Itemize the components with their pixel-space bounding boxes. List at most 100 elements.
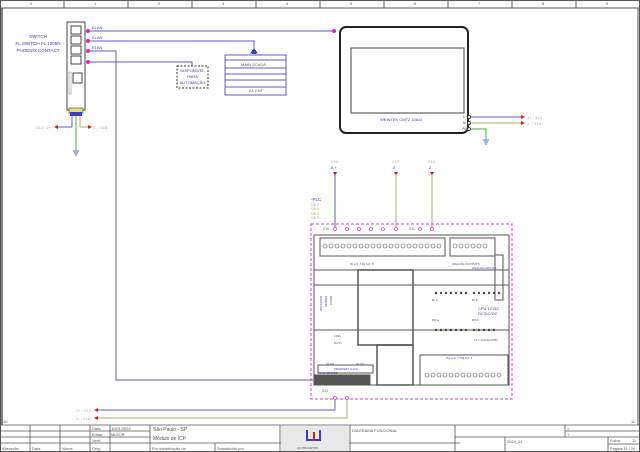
tb-project: Módulo de ICP [153, 436, 187, 442]
tb-folha-value: 11 [632, 438, 637, 443]
plc-tag-block: -PLC /26.2 /26.3 /26.4 /26.5 [311, 197, 321, 221]
plc-profinet-label: PROFINET (LAN) [334, 367, 358, 371]
panel-block [224, 48, 287, 96]
plc-link-led: LINK [334, 334, 341, 338]
column-number: 3 [222, 1, 225, 6]
column-number: 8 [542, 1, 545, 6]
tb-verif-label: Verif. [92, 438, 102, 443]
plc-dq-a-label: DQ a [432, 318, 440, 322]
tb-page: Página 11 / 26 [610, 446, 636, 451]
tb-orig-label: Orig. [92, 446, 101, 451]
plc-cpu [313, 234, 510, 386]
plc-strip-label: X11 [409, 227, 415, 231]
plc-strip-label: X12 [322, 389, 329, 393]
tb-location: São Paulo - SP [153, 427, 188, 433]
column-number: 2 [158, 1, 161, 6]
plc-rxtx-led: Rx/Tx [334, 341, 342, 345]
column-number: 9 [606, 1, 609, 6]
tb-substituted-by: Substituído por [217, 446, 244, 451]
switch-label: SWITCH FL SWITCH FL 1005N PHOENIX CONTAC… [10, 33, 66, 54]
plc-supply-label[interactable]: 2- [393, 165, 397, 170]
tb-col-alteracao: Alteração [2, 446, 19, 451]
plc-cpu-variant: DC/DC/DC [478, 311, 498, 316]
row-number-left: 10 [3, 419, 8, 424]
plc-maint-led: MAINT [329, 296, 333, 306]
plc-ref: /26.4 [311, 211, 319, 216]
hmi-model-label: WEINTEK CMT2 108x2 [380, 117, 423, 122]
switch-supply-right[interactable]: 1- / X16 [93, 125, 108, 130]
hmi-terminal-label: PE [462, 127, 467, 131]
plc-dq-b-label: DQ b [472, 318, 480, 322]
panel-block-title: MAIN SCADA [241, 62, 266, 67]
plc-order-number: 1FY 1AG40-0XB0 [474, 338, 498, 342]
row-number-right: 12 [631, 419, 636, 424]
tb-col-data: Data [32, 446, 41, 451]
reserved-line: DISPONÍVEL [180, 68, 205, 73]
switch-supply-left[interactable]: X12 / 1+ [36, 125, 52, 130]
hmi-panel [339, 26, 471, 134]
company-logo-icon [306, 430, 321, 441]
bottom-supply-pos[interactable]: 1+ / X12 [76, 408, 92, 413]
hmi-supply-pos[interactable]: 1+ / X13 [527, 115, 543, 120]
reserved-box [176, 65, 209, 89]
plc-supply-ref: X1.6 [331, 160, 339, 164]
plc-boundary [310, 223, 513, 400]
plc-ref: /26.2 [311, 202, 319, 207]
plc-error-led: ERROR [324, 296, 328, 307]
port-label: ELAN [92, 45, 103, 50]
reserved-line: AUTOMAÇÃO [179, 80, 206, 85]
plc-led-rows [434, 291, 501, 332]
plc-x1p2-port: X1 P2 [356, 362, 365, 366]
plc-supply-ref: X2.5 [392, 160, 400, 164]
bottom-supply-neg[interactable]: 1- / X16 [76, 416, 91, 421]
column-number: 7 [478, 1, 481, 6]
plc-terminals-top [333, 227, 434, 231]
tb-folha-label: Folha [610, 438, 621, 443]
plc-di-a-label: DI a [432, 298, 438, 302]
switch-title: SWITCH [29, 34, 47, 39]
plc-mac-address: MAC ADRESS [318, 371, 338, 375]
hmi-terminal-label: L+ [463, 115, 467, 119]
plc-strip-label: X10 [323, 227, 330, 231]
reserved-box-label: DISPONÍVEL PARA AUTOMAÇÃO [177, 68, 208, 86]
plc-di-b-label: DI b [472, 298, 478, 302]
plc-dq-header: DQ a.0..7 DQ b.0..1 [446, 356, 473, 360]
tb-company: HC PROJETOS [297, 446, 319, 450]
hmi-supply-neg[interactable]: 1- / X14 [527, 121, 542, 126]
switch-vendor: PHOENIX CONTACT [16, 48, 60, 53]
switch-model: FL SWITCH FL 1005N [15, 41, 61, 46]
tb-revision: 2024_01 [507, 439, 523, 444]
plc-supply-label[interactable]: 2- [429, 165, 433, 170]
panel-block-footer: AL CNT [249, 88, 264, 93]
title-block [0, 424, 640, 452]
ethernet-switch [66, 21, 86, 116]
plc-analog-inputs: ANALOG INPUTS [472, 266, 497, 270]
plc-run-stop-led: RUN/STOP [319, 296, 323, 312]
tb-substituted-for: Em substituição de [152, 446, 186, 451]
plc-x1p1-port: X1 P1 [326, 362, 335, 366]
ethernet-cables [90, 30, 332, 381]
column-number: 0 [30, 1, 33, 6]
column-number: 1 [94, 1, 97, 6]
column-dividers [63, 0, 577, 8]
ground-symbol-hmi [483, 139, 489, 145]
tb-editor-value: MIGOR [111, 432, 125, 437]
ground-symbol-switch [73, 150, 79, 156]
tb-data-label: Data [92, 426, 101, 431]
plc-di-header: DI a.0..7 DI b.0..5 [350, 262, 374, 266]
plc-supply-label[interactable]: 1L+ [330, 165, 337, 170]
rj45-connectors [86, 29, 336, 382]
column-number: 5 [350, 1, 353, 6]
plc-screw-terminals [322, 243, 502, 378]
tb-col-nome: Nome [62, 446, 73, 451]
tb-editor-label: Editar [92, 432, 103, 437]
tb-eq-marker: = [567, 426, 570, 431]
plc-analog-outputs: ANALOG OUTPUTS [452, 262, 480, 266]
column-number: 4 [286, 1, 289, 6]
tb-data-value: 11/01/2024 [111, 426, 131, 431]
port-label: ELAN [92, 25, 103, 30]
plc-terminals-bottom [333, 396, 349, 400]
reserved-line: PARA [187, 74, 198, 79]
port-label: ELAN [92, 35, 103, 40]
